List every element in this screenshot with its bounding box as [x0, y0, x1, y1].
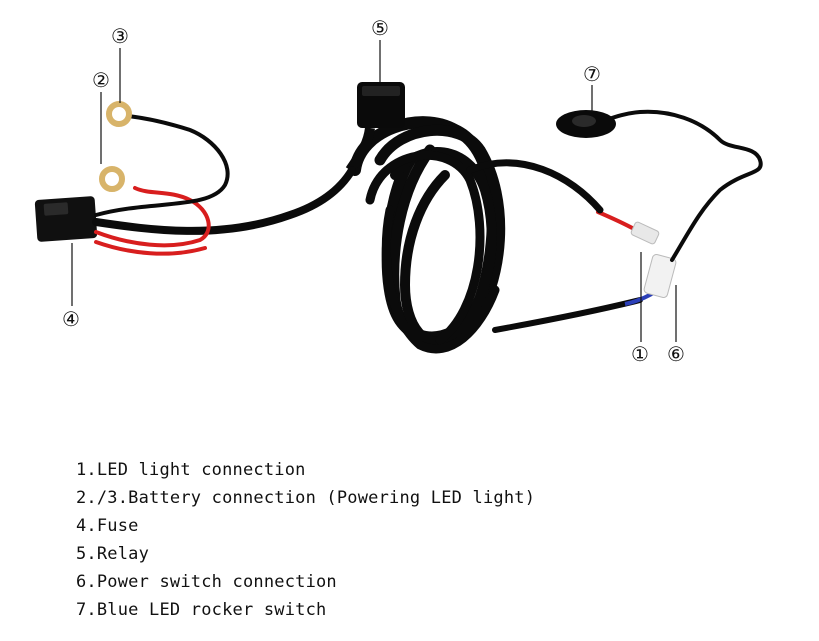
- wiring-harness-diagram: [34, 40, 763, 354]
- callout-4: ④: [62, 307, 80, 331]
- callout-5: ⑤: [371, 16, 389, 40]
- rocker-switch-cable: [598, 109, 763, 262]
- switch-connection-wire: [492, 297, 643, 333]
- ring-terminal-3: [106, 101, 132, 127]
- callout-7: ⑦: [583, 62, 601, 86]
- callout-3: ③: [111, 24, 129, 48]
- legend-list: 1.LED light connection 2./3.Battery conn…: [76, 456, 535, 624]
- legend-item-7: 7.Blue LED rocker switch: [76, 600, 327, 620]
- callout-2: ②: [92, 68, 110, 92]
- callout-6: ⑥: [667, 342, 685, 366]
- ring-terminal-2: [99, 166, 125, 192]
- leader-lines: [71, 40, 677, 342]
- led-light-connector: [630, 221, 660, 245]
- legend-item-4: 4.Fuse: [76, 516, 139, 536]
- main-trunk-wire: [92, 166, 356, 235]
- legend-item-1: 1.LED light connection: [76, 460, 306, 480]
- legend-item-6: 6.Power switch connection: [76, 572, 337, 592]
- fuse-holder: [34, 196, 98, 242]
- harness-coil: [349, 116, 506, 354]
- callout-1: ①: [631, 342, 649, 366]
- rocker-switch: [556, 110, 616, 138]
- legend-item-2-3: 2./3.Battery connection (Powering LED li…: [76, 488, 536, 508]
- legend-item-5: 5.Relay: [76, 544, 150, 564]
- battery-lead-black: [94, 114, 230, 217]
- led-connection-wire: [466, 159, 604, 214]
- power-switch-connector: [643, 253, 677, 299]
